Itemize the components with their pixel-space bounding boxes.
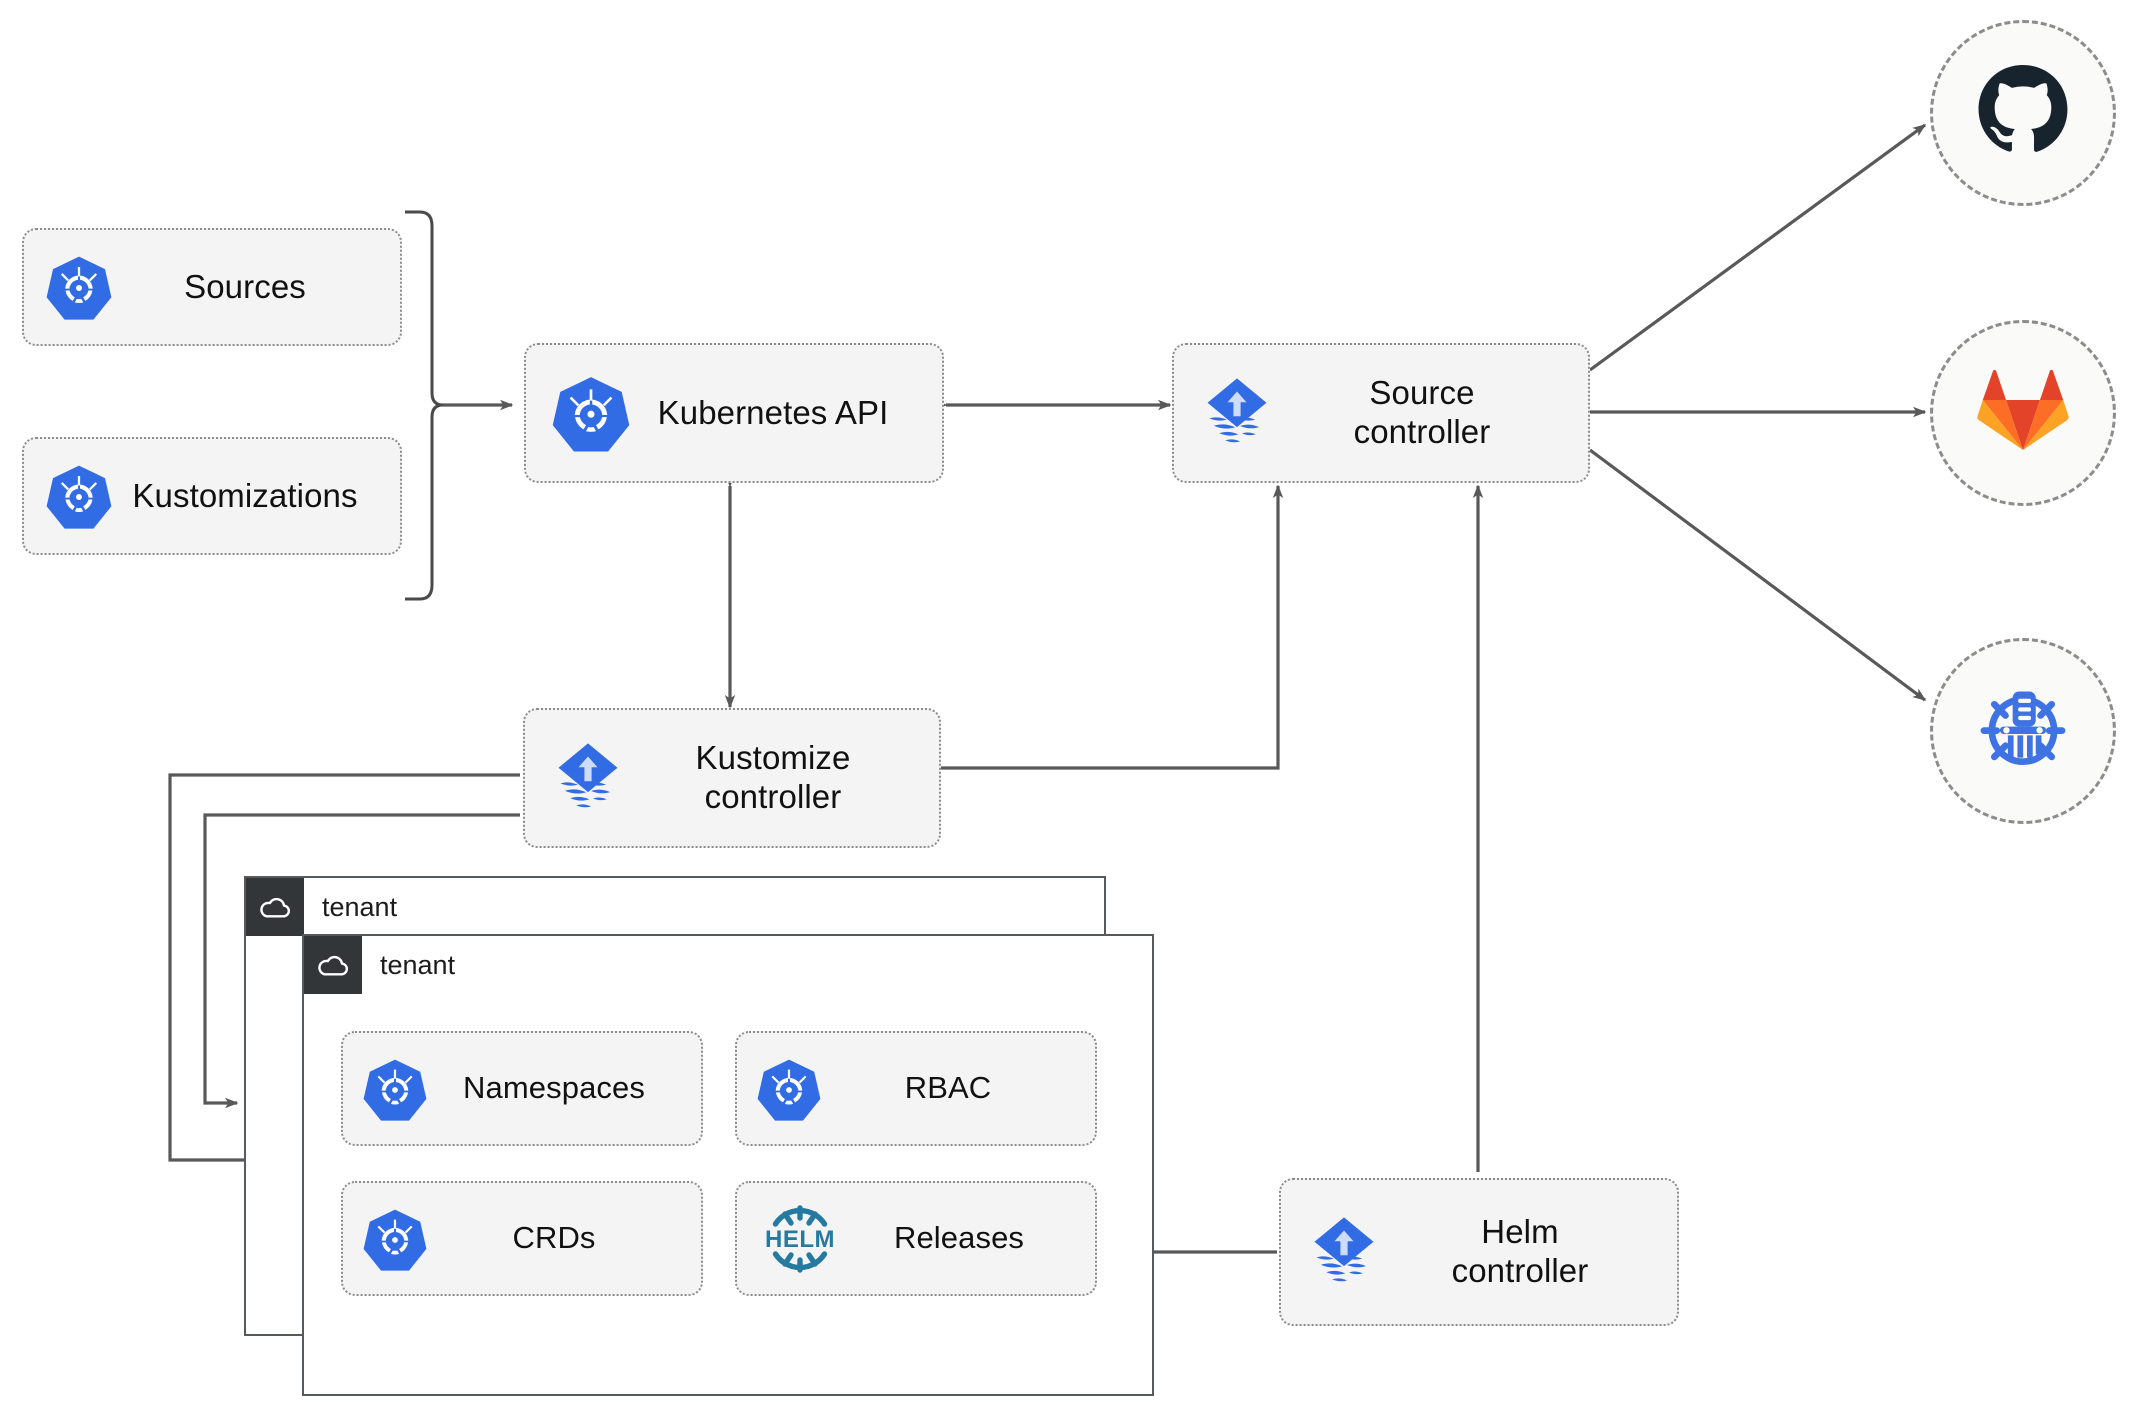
node-label: Sources	[184, 267, 306, 305]
node-label: Kustomizations	[132, 476, 358, 514]
helm-icon: HELM	[757, 1202, 843, 1276]
node-crds[interactable]: CRDs	[341, 1181, 703, 1296]
node-label: Source controller	[1353, 374, 1491, 450]
node-gitlab[interactable]	[1930, 320, 2116, 506]
source-to-github-arrow	[1589, 123, 1927, 372]
node-label: Kubernetes API	[657, 393, 889, 431]
node-releases[interactable]: HELM Releases	[735, 1181, 1097, 1296]
tenant-label: tenant	[380, 950, 456, 980]
node-rbac[interactable]: RBAC	[735, 1031, 1097, 1146]
resources-brace	[405, 210, 444, 601]
node-label: Kustomize controller	[695, 739, 851, 815]
tenant-header: tenant	[304, 936, 455, 994]
node-label: Namespaces	[463, 1070, 645, 1106]
kubernetes-icon	[46, 254, 112, 320]
node-label: Helm controller	[1451, 1213, 1589, 1289]
node-label: CRDs	[512, 1220, 596, 1256]
node-kustomize-controller[interactable]: Kustomize controller	[523, 708, 941, 848]
kubernetes-icon	[46, 463, 112, 529]
tenant-inner[interactable]: tenant	[302, 934, 1154, 1396]
node-sources[interactable]: Sources	[22, 228, 402, 346]
kubernetes-icon	[363, 1057, 427, 1121]
tenant-header: tenant	[246, 878, 397, 936]
kustomize-to-source-controller-arrow	[940, 484, 1284, 770]
gitlab-icon	[1975, 363, 2071, 464]
kubernetes-icon	[363, 1207, 427, 1271]
kubernetes-icon	[552, 374, 630, 452]
cloud-icon	[304, 936, 362, 994]
node-label: Releases	[893, 1220, 1025, 1256]
svg-text:HELM: HELM	[765, 1226, 835, 1253]
tenant-label: tenant	[322, 892, 398, 922]
node-namespaces[interactable]: Namespaces	[341, 1031, 703, 1146]
source-to-chartmuseum-arrow	[1589, 448, 1927, 702]
node-chart-museum[interactable]	[1930, 638, 2116, 824]
node-label: RBAC	[904, 1070, 992, 1106]
flux-icon	[547, 737, 629, 819]
node-source-controller[interactable]: Source controller	[1172, 343, 1590, 483]
node-github[interactable]	[1930, 20, 2116, 206]
cloud-icon	[246, 878, 304, 936]
node-kustomizations[interactable]: Kustomizations	[22, 437, 402, 555]
flux-icon	[1303, 1211, 1385, 1293]
node-kubernetes-api[interactable]: Kubernetes API	[524, 343, 944, 483]
kubernetes-icon	[757, 1057, 821, 1121]
chart-museum-icon	[1972, 678, 2074, 785]
node-helm-controller[interactable]: Helm controller	[1279, 1178, 1679, 1326]
flux-icon	[1196, 372, 1278, 454]
github-icon	[1975, 63, 2071, 164]
